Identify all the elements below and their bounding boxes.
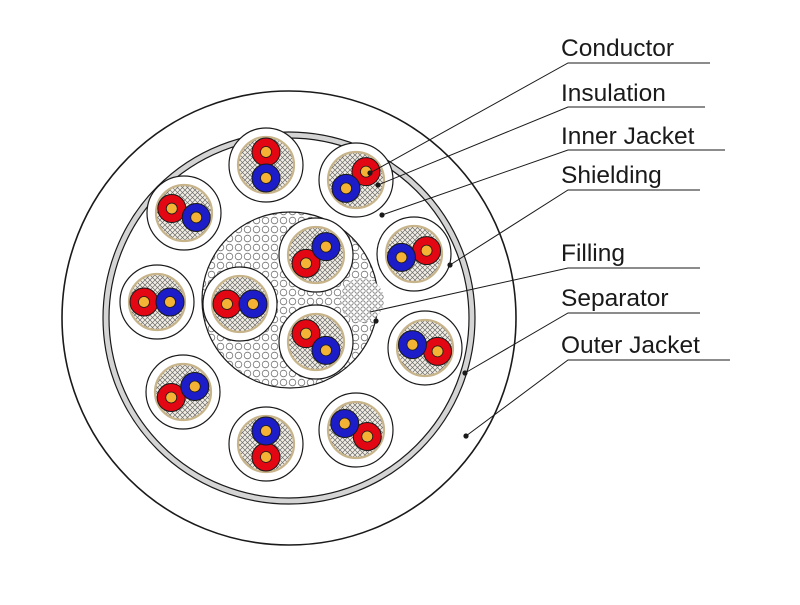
twisted-pair-outer-7 xyxy=(145,354,221,430)
callout-lines xyxy=(369,62,730,437)
conductor-core xyxy=(188,380,201,393)
conductor-core xyxy=(300,327,312,340)
filling-dense-area xyxy=(340,278,384,322)
conductor-core xyxy=(320,240,332,253)
twisted-pair-inner-2 xyxy=(202,266,278,342)
callout-dots xyxy=(367,170,469,439)
label-outer-jacket: Outer Jacket xyxy=(561,332,700,359)
twisted-pair-outer-3 xyxy=(146,175,222,251)
twisted-pair-outer-8 xyxy=(318,392,394,468)
twisted-pair-outer-9 xyxy=(228,406,304,482)
callout-line-filling xyxy=(369,267,700,313)
twisted-pair-outer-6 xyxy=(387,310,463,386)
conductor-core xyxy=(138,296,150,308)
conductor-core xyxy=(420,244,433,257)
callout-dot-shielding xyxy=(447,262,453,268)
twisted-pair-outer-1 xyxy=(228,127,304,203)
label-separator: Separator xyxy=(561,285,669,312)
twisted-pair-inner-3 xyxy=(278,304,354,380)
conductor-core xyxy=(340,182,352,195)
twisted-pair-outer-2 xyxy=(318,142,394,218)
conductor-core xyxy=(221,298,233,310)
callout-dot-conductor xyxy=(367,170,373,176)
conductor-core xyxy=(260,146,272,158)
conductor-core xyxy=(247,298,259,310)
conductor-core xyxy=(320,344,332,357)
callout-line-outer-jacket xyxy=(465,359,730,437)
conductor-core xyxy=(165,391,178,404)
conductor-core xyxy=(260,451,272,463)
callout-line-inner-jacket xyxy=(381,149,725,216)
conductor-core xyxy=(395,251,408,264)
conductor-core xyxy=(164,296,176,308)
label-insulation: Insulation xyxy=(561,80,666,107)
outer-pairs-group xyxy=(119,127,463,482)
callout-line-insulation xyxy=(377,106,705,186)
conductor-core xyxy=(361,430,374,443)
twisted-pair-outer-4 xyxy=(376,216,452,292)
conductor-core xyxy=(190,211,203,224)
callout-line-shielding xyxy=(449,189,700,266)
conductor-core xyxy=(300,257,312,270)
twisted-pair-outer-5 xyxy=(119,264,195,340)
callout-line-separator xyxy=(464,312,700,374)
callout-dot-filling xyxy=(373,318,379,324)
label-filling: Filling xyxy=(561,240,625,267)
conductor-core xyxy=(260,172,272,184)
callout-dot-insulation xyxy=(375,182,381,188)
callout-line-conductor xyxy=(369,62,710,174)
callout-dot-inner-jacket xyxy=(379,212,385,218)
label-inner-jacket: Inner Jacket xyxy=(561,123,695,150)
callout-dot-outer-jacket xyxy=(463,433,469,439)
conductor-core xyxy=(260,425,272,437)
inner-pairs-group xyxy=(202,217,354,380)
label-conductor: Conductor xyxy=(561,35,674,62)
label-shielding: Shielding xyxy=(561,162,662,189)
twisted-pair-inner-1 xyxy=(278,217,354,293)
callout-dot-separator xyxy=(462,370,468,376)
conductor-core xyxy=(338,417,351,430)
conductor-core xyxy=(431,345,444,358)
conductor-core xyxy=(406,338,419,351)
conductor-core xyxy=(165,202,178,215)
